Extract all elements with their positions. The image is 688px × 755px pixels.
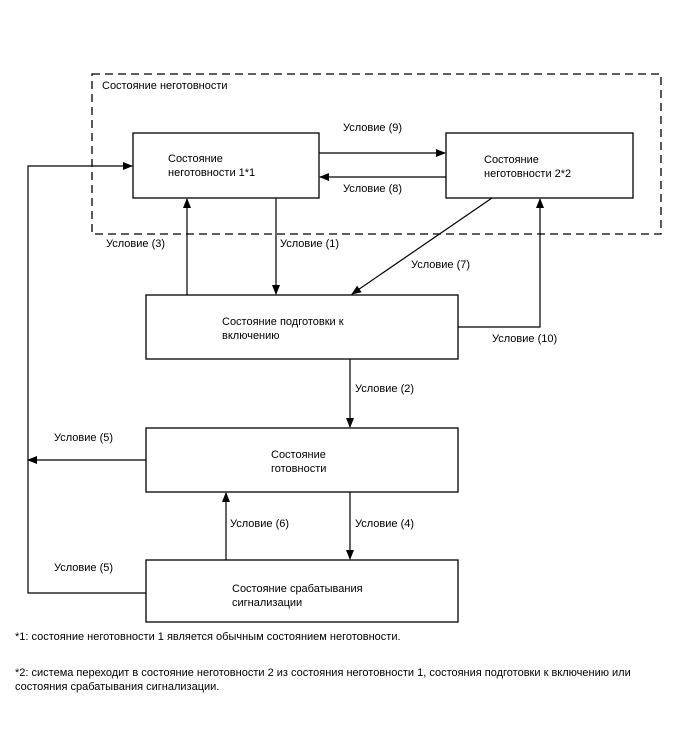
not-ready-1-label-line1: Состояние: [168, 153, 223, 165]
not-ready-group-frame: [91, 73, 662, 235]
condition-1-label: Условие (1): [280, 238, 339, 250]
condition-2-label: Условие (2): [355, 383, 414, 395]
not-ready-2-label-line2: неготовности 2*2: [484, 168, 571, 180]
condition-6-label: Условие (6): [230, 518, 289, 530]
condition-8-label: Условие (8): [343, 183, 402, 195]
condition-7-label: Условие (7): [411, 259, 470, 271]
not-ready-group-title: Состояние неготовности: [102, 80, 228, 92]
condition-10-label: Условие (10): [492, 333, 557, 345]
not-ready-1-label-line2: неготовности 1*1: [168, 167, 255, 179]
not-ready-1-box: [132, 132, 320, 199]
prep-label-line2: включению: [222, 330, 280, 342]
condition-9-label: Условие (9): [343, 122, 402, 134]
arrow-condition-7: [351, 197, 493, 295]
condition-5-bottom-label: Условие (5): [54, 562, 113, 574]
condition-3-label: Условие (3): [106, 238, 165, 250]
ready-label-line2: готовности: [271, 463, 326, 475]
state-diagram: Состояние неготовности Состояние неготов…: [27, 73, 662, 623]
alarm-box: [145, 559, 459, 623]
not-ready-2-box: [445, 132, 634, 199]
ready-label-line1: Состояние: [271, 449, 326, 461]
arrow-condition-10: [458, 198, 544, 328]
footnote-1: *1: состояние неготовности 1 является об…: [15, 631, 401, 643]
not-ready-2-label-line1: Состояние: [484, 154, 539, 166]
condition-4-label: Условие (4): [355, 518, 414, 530]
condition-5-top-label: Условие (5): [54, 432, 113, 444]
prep-box: [145, 294, 459, 360]
return-line-to-not-ready-1: [27, 162, 146, 594]
alarm-label-line1: Состояние срабатывания: [232, 583, 363, 595]
footnote-2: *2: система переходит в состояние негото…: [15, 667, 631, 693]
alarm-label-line2: сигнализации: [232, 597, 302, 609]
ready-box: [145, 427, 459, 493]
prep-label-line1: Состояние подготовки к: [222, 316, 344, 328]
